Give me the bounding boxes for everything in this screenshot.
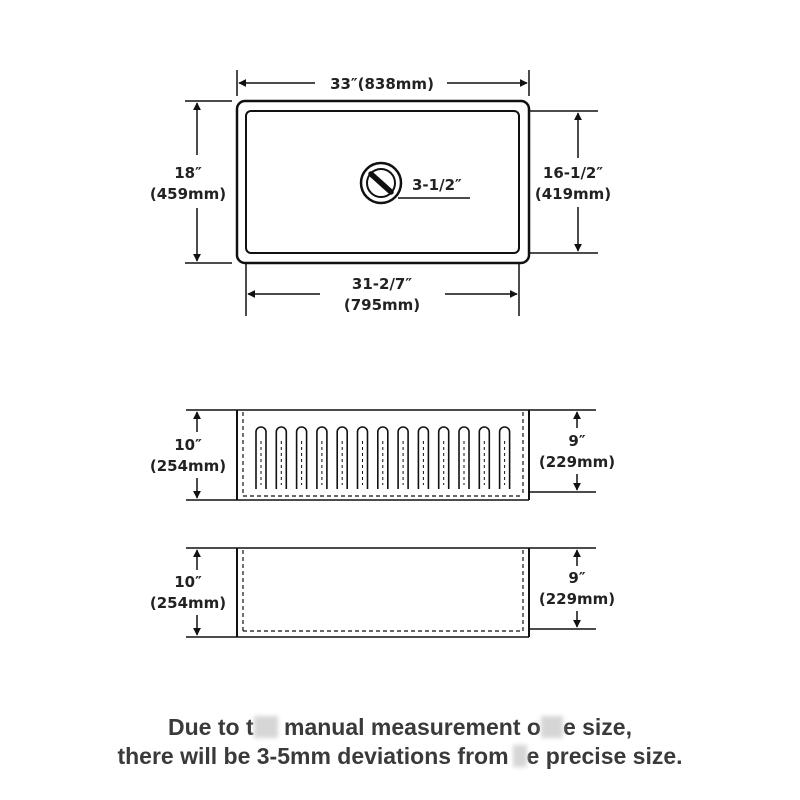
sink-inner-outline [245, 110, 520, 254]
outer-depth-mm-label: (459mm) [150, 185, 226, 203]
inner-width-mm-label: (795mm) [344, 296, 420, 314]
plain-outer-height-inch-label: 10″ [174, 573, 202, 591]
plain-inner-height-mm-label: (229mm) [539, 590, 615, 608]
flute-groove [437, 426, 450, 489]
inner-depth-inch-label: 16-1/2″ [543, 164, 603, 182]
plain-inner-height-inch-label: 9″ [568, 569, 585, 587]
drain-size-label: 3-1/2″ [412, 176, 462, 194]
flute-groove [316, 426, 328, 489]
flute-groove [275, 426, 288, 489]
flute-groove [397, 426, 409, 489]
fluted-outer-height-mm-label: (254mm) [150, 457, 226, 475]
plain-outer-height-mm-label: (254mm) [150, 594, 226, 612]
top-view: 33″(838mm) 18″ (459mm) 16-1/2″ (419mm) 3… [150, 70, 611, 316]
blurred-text-patch [512, 745, 527, 767]
sink-outer-outline [235, 99, 531, 265]
blurred-text-patch [540, 716, 563, 738]
outer-width-label: 33″(838mm) [330, 75, 434, 93]
notice-line2-part-a: there will be 3-5mm deviations from [117, 743, 509, 769]
fluted-outer-height-inch-label: 10″ [174, 436, 202, 454]
notice-line1-part-c: e size, [562, 714, 632, 740]
flute-groove [458, 426, 470, 489]
flute-groove [295, 426, 308, 489]
drain-icon [359, 161, 403, 205]
measurement-notice-line-2: there will be 3-5mm deviations from e pre… [0, 743, 800, 770]
fluted-apron-pattern [255, 426, 511, 489]
front-view-fluted: 10″ (254mm) 9″ (229mm) [150, 409, 615, 501]
flute-groove [417, 426, 430, 489]
fluted-inner-height-mm-label: (229mm) [539, 453, 615, 471]
front-view-plain: 10″ (254mm) 9″ (229mm) [150, 547, 615, 638]
flute-groove [377, 426, 389, 489]
measurement-notice-line-1: Due to t manual measurement o e size, [0, 714, 800, 741]
notice-line2-part-b: e precise size. [526, 743, 683, 769]
fluted-inner-height-inch-label: 9″ [568, 432, 585, 450]
flute-groove [498, 426, 511, 489]
blurred-text-patch [253, 716, 278, 738]
flute-groove [356, 426, 369, 489]
notice-line1-part-b: manual measurement o [277, 714, 541, 740]
notice-line1-part-a: Due to t [168, 714, 254, 740]
flute-groove [478, 426, 491, 489]
outer-depth-inch-label: 18″ [174, 164, 202, 182]
inner-depth-mm-label: (419mm) [535, 185, 611, 203]
flute-groove [336, 426, 348, 489]
flute-groove [255, 426, 267, 489]
inner-width-inch-label: 31-2/7″ [352, 275, 412, 293]
